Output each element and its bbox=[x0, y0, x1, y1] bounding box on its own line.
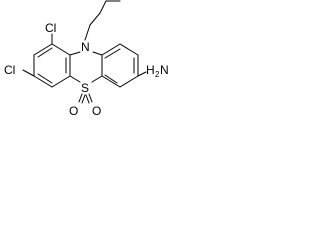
bond-s-o-right-a bbox=[88, 93, 93, 103]
bond-s-left bbox=[69, 75, 81, 83]
atom-o-right: O bbox=[92, 104, 101, 118]
bond-s-o-left-a bbox=[78, 93, 83, 103]
bond-l2 bbox=[51, 43, 71, 56]
atom-n-ring: N bbox=[81, 40, 90, 54]
bond-l5 bbox=[33, 75, 53, 88]
atom-s: S bbox=[81, 81, 89, 95]
right-benzene-ring bbox=[101, 43, 139, 88]
atom-cl-upper: Cl bbox=[45, 21, 56, 35]
bond-s-o-left-b bbox=[81, 94, 86, 104]
bond-l3 bbox=[33, 43, 53, 56]
central-ring bbox=[69, 51, 103, 83]
bond-n-right bbox=[92, 51, 103, 56]
bond-l3-inner bbox=[37, 47, 53, 58]
bond-c2-c3 bbox=[99, 0, 107, 14]
bond-amine bbox=[137, 71, 147, 77]
atom-o-left: O bbox=[69, 104, 78, 118]
bond-r5 bbox=[119, 75, 139, 88]
bond-c1-c2 bbox=[89, 12, 101, 26]
bond-r6-inner bbox=[104, 74, 118, 84]
atom-amine-h: H bbox=[146, 63, 155, 77]
bond-l6 bbox=[51, 75, 71, 88]
atom-amine-n: N bbox=[160, 63, 169, 77]
amine-group: H 2 N bbox=[146, 63, 169, 79]
bond-n-left bbox=[69, 51, 81, 56]
bond-r6 bbox=[101, 75, 121, 88]
bond-r3 bbox=[119, 43, 139, 56]
left-benzene-ring bbox=[33, 43, 71, 88]
bond-n-c1 bbox=[84, 24, 91, 41]
bond-cl-lower bbox=[22, 69, 35, 77]
butyl-chain bbox=[84, 0, 121, 41]
chemical-structure: N Cl Cl S O O H 2 N bbox=[4, 0, 169, 118]
atom-cl-lower: Cl bbox=[4, 63, 15, 77]
bond-l5-inner bbox=[37, 73, 53, 84]
bond-s-right bbox=[91, 75, 103, 83]
bond-r2 bbox=[101, 43, 121, 56]
bond-s-o-right-b bbox=[85, 94, 90, 104]
atom-amine-sub: 2 bbox=[155, 70, 160, 79]
bond-r2-inner bbox=[104, 48, 121, 59]
